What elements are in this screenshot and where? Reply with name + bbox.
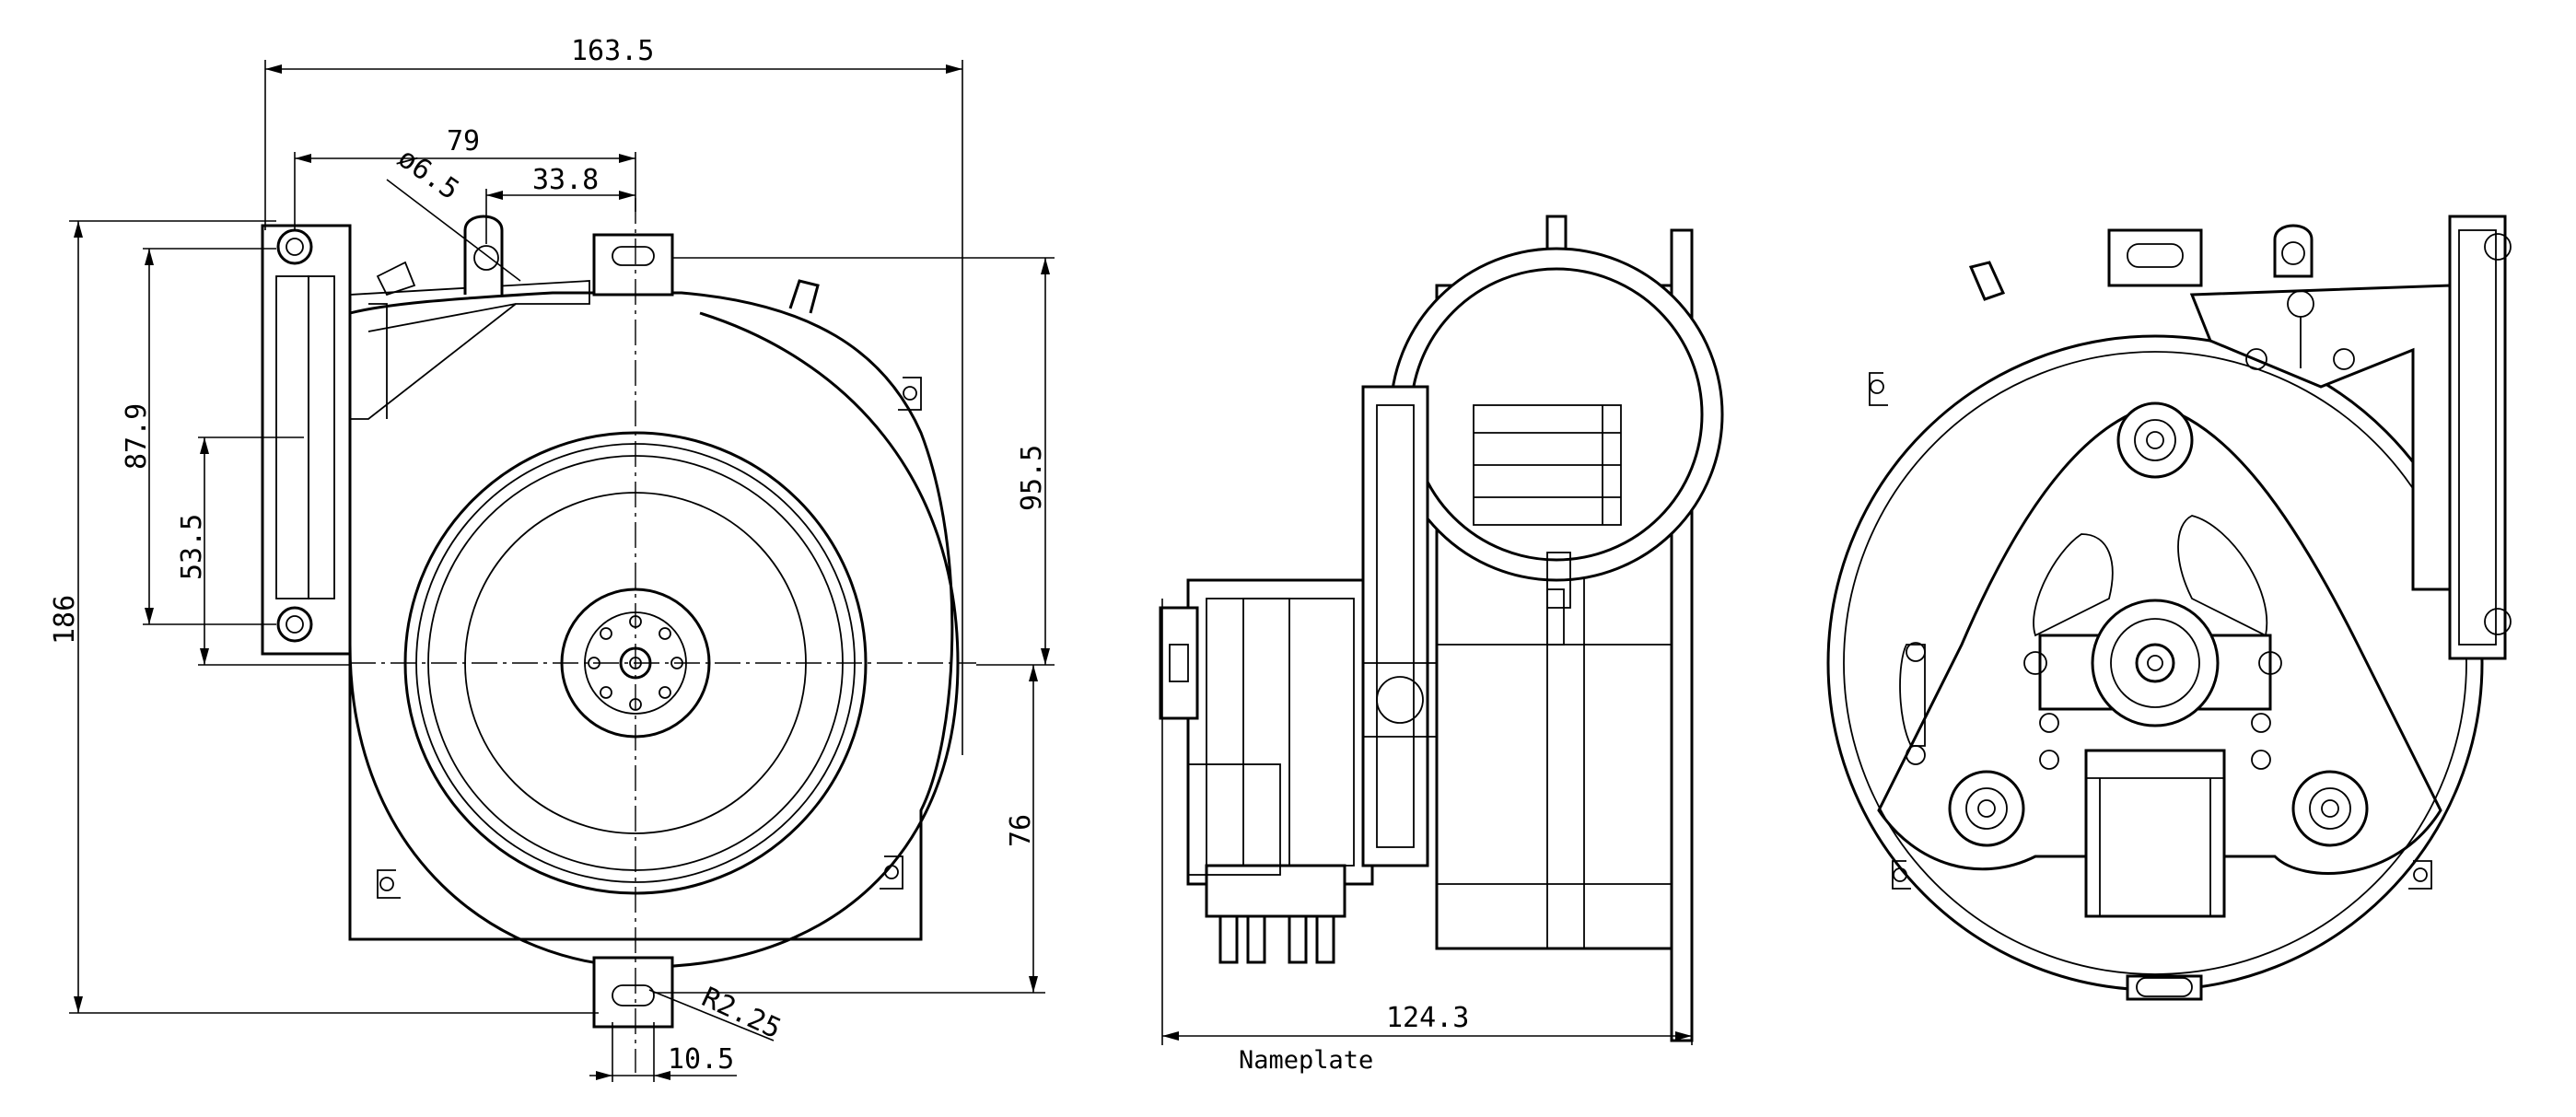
rear-terminal-screws — [2023, 651, 2282, 770]
front-dimensions — [69, 60, 1055, 1082]
front-outlet-duct — [349, 280, 590, 420]
front-hole-lug — [463, 215, 504, 295]
rear-mount-tab-bottom — [2126, 974, 2203, 1001]
rear-winding-coil — [2084, 749, 2226, 918]
dim-overall-width: 163.5 — [571, 35, 654, 67]
side-terminals — [1218, 914, 1335, 964]
rear-mount-tab-top — [2107, 228, 2203, 287]
side-motor-bracket — [1361, 385, 1429, 867]
dim-overall-height: 186 — [49, 595, 81, 645]
front-view — [261, 198, 976, 1073]
rear-view — [1826, 215, 2512, 1001]
front-pressure-nozzle — [788, 279, 820, 314]
front-flange-hole-top — [276, 228, 313, 265]
side-dimensions — [1161, 599, 1693, 1045]
dim-lower-height: 76 — [1005, 814, 1037, 847]
rear-motor-cutout-left — [2033, 533, 2114, 637]
side-inlet-ring-outer — [1389, 247, 1724, 582]
dim-outlet-height-a: 87.9 — [121, 403, 153, 470]
rear-bolt-bosses — [1948, 401, 2369, 847]
dim-inlet-offset: 79 — [447, 125, 480, 157]
front-mount-tab-bottom — [592, 956, 674, 1029]
rear-motor-bracket — [1877, 403, 2442, 875]
rear-outlet-flange — [2448, 215, 2507, 660]
dim-slot-width: 10.5 — [668, 1043, 734, 1076]
dim-hole-offset: 33.8 — [532, 164, 599, 196]
dim-outlet-height-b: 53.5 — [176, 514, 208, 580]
rear-pressure-nozzle — [1968, 261, 2006, 301]
dim-side-depth: 124.3 — [1386, 1002, 1469, 1034]
front-flange-hole-bottom — [276, 606, 313, 643]
nameplate-label: Nameplate — [1239, 1046, 1373, 1075]
side-terminal-block — [1205, 864, 1346, 918]
dim-slot-radius: R2.25 — [697, 982, 787, 1046]
side-motor-endcap — [1159, 606, 1199, 720]
side-view — [1159, 215, 1724, 1042]
dim-upper-height: 95.5 — [1016, 445, 1048, 511]
front-volute — [348, 311, 960, 969]
